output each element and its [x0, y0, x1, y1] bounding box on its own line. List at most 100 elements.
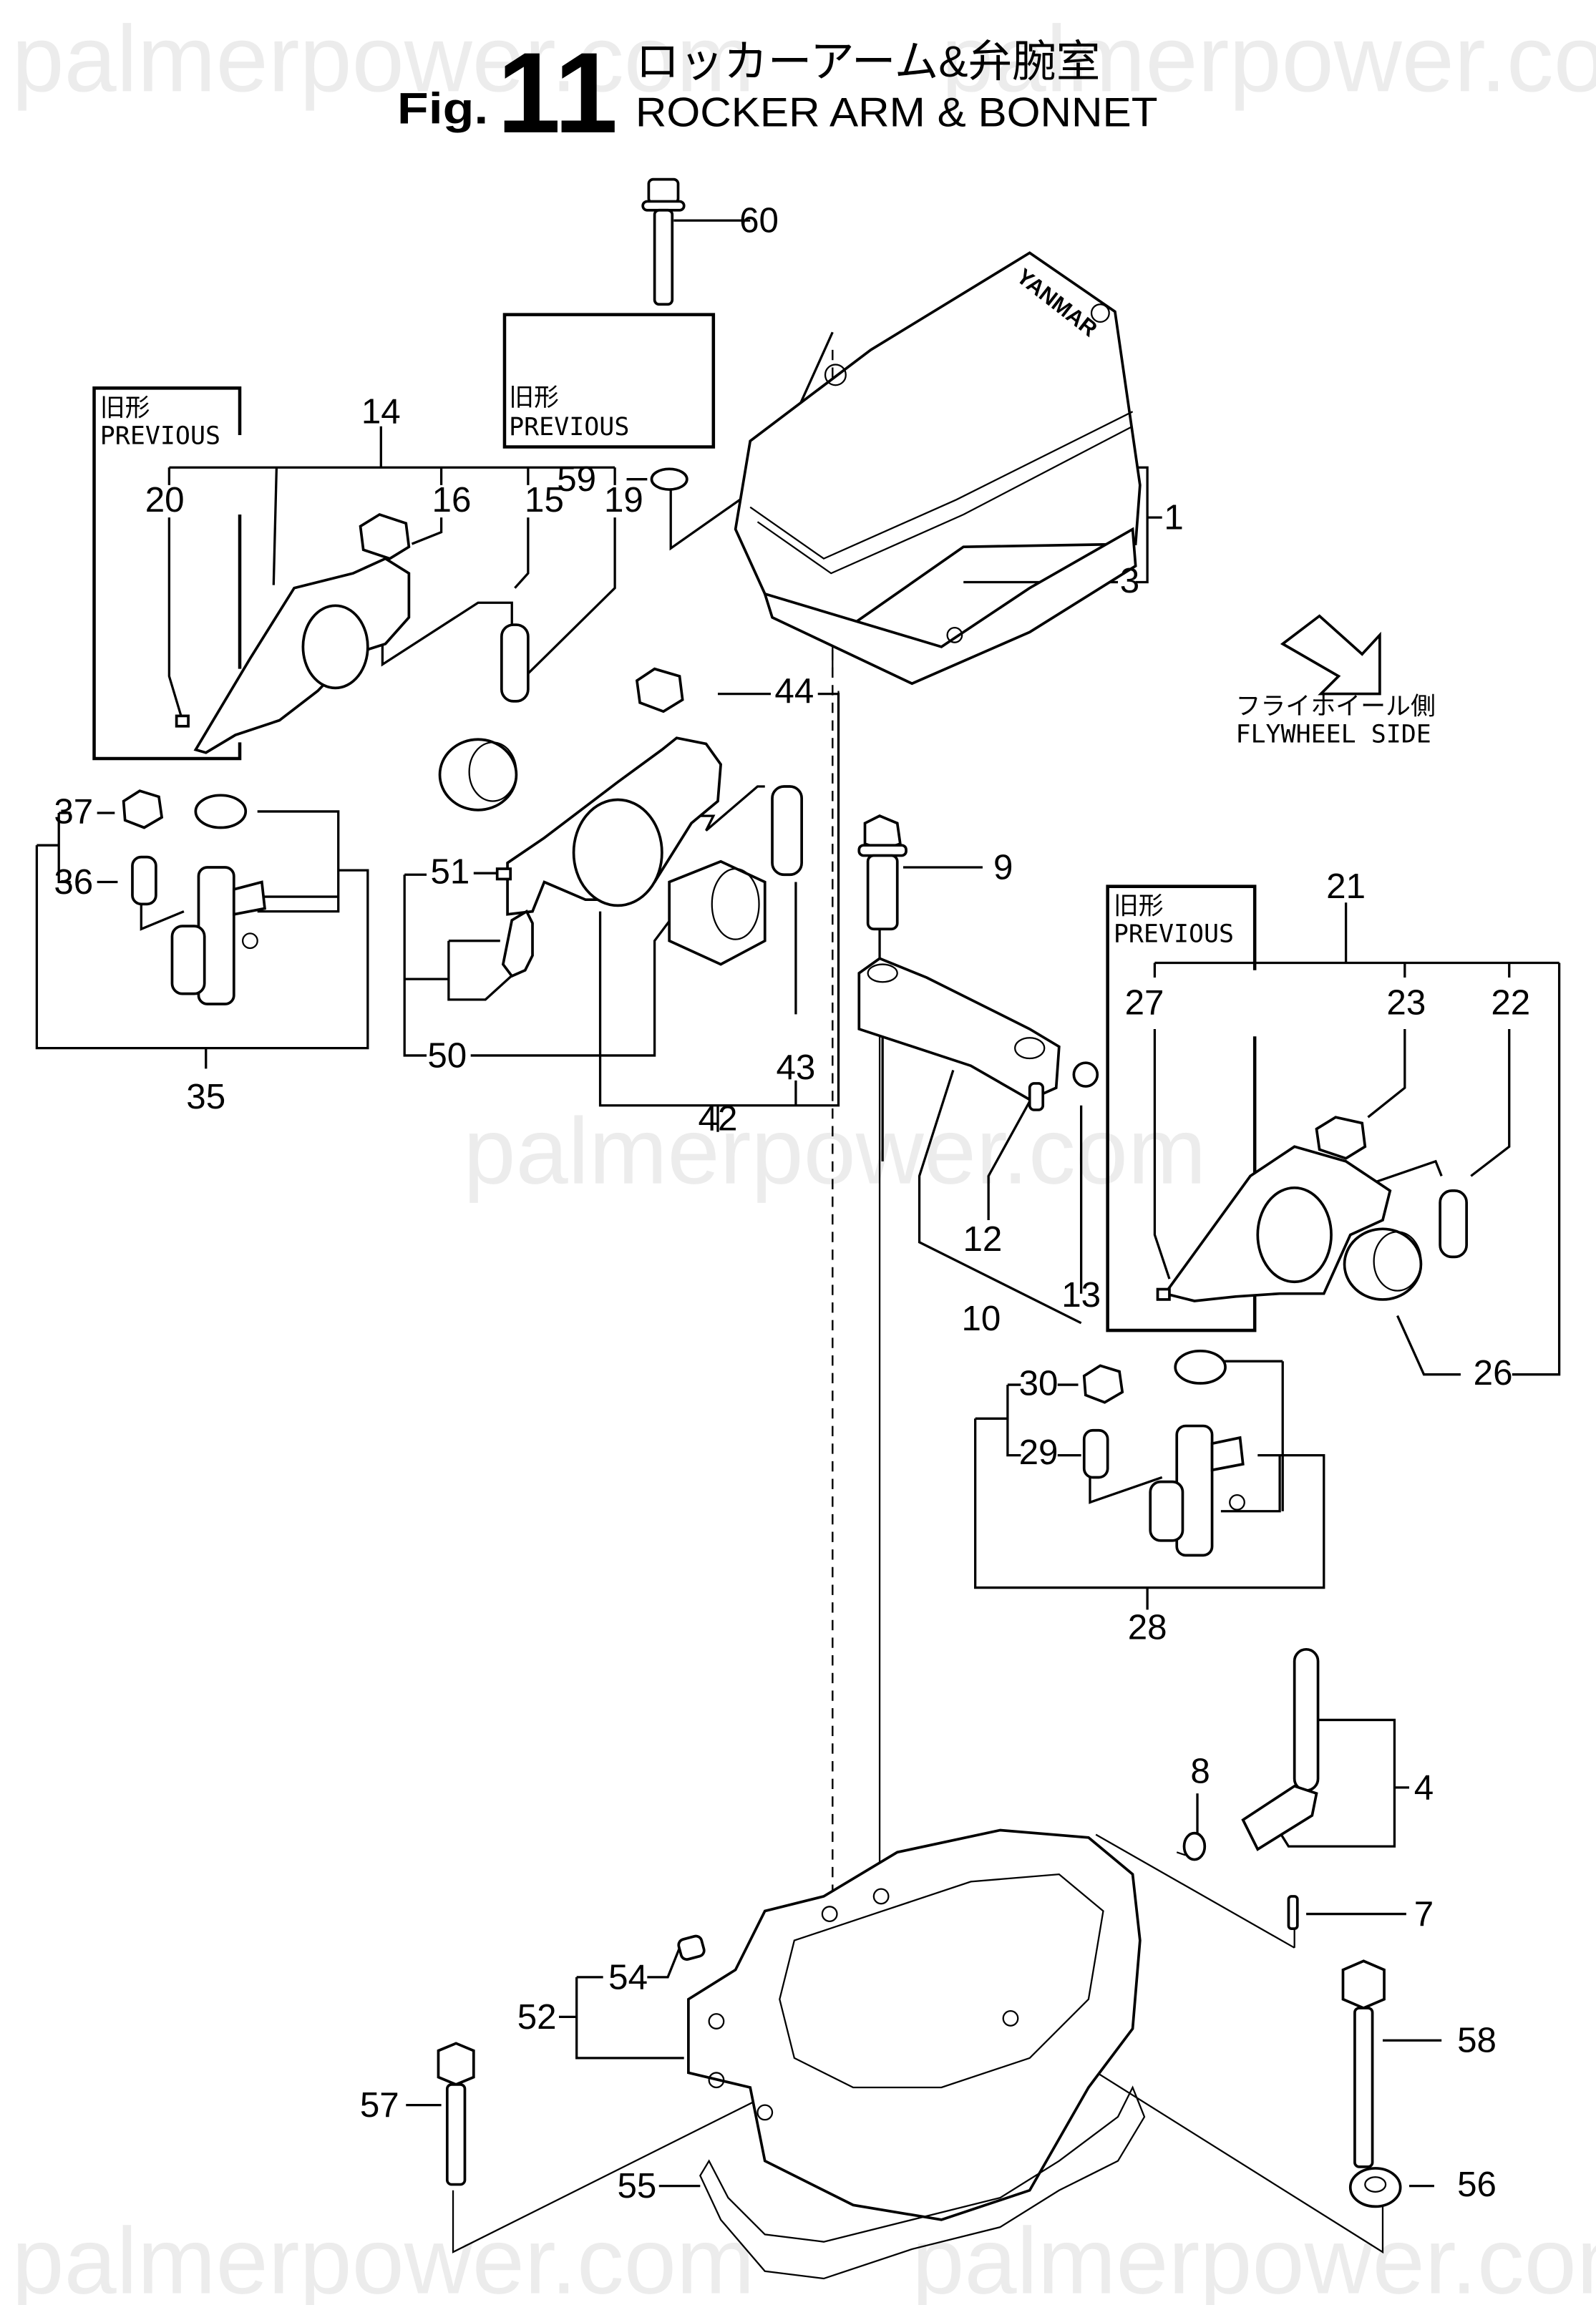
callout-1: 1 [1164, 498, 1183, 537]
rocker-arm-14-icon [175, 557, 411, 754]
adjust-screw-43-icon [771, 785, 803, 877]
gasket-55-icon [699, 2085, 1146, 2280]
rocker-support-28-icon [1149, 1424, 1245, 1557]
callout-3: 3 [1120, 561, 1139, 600]
flywheel-side-indicator: フライホイール側 FLYWHEEL SIDE [1235, 614, 1436, 749]
bolt-60-icon [641, 177, 686, 306]
nut-37-icon [122, 789, 164, 829]
plug-13-icon [1072, 1061, 1099, 1088]
callout-26: 26 [1474, 1353, 1513, 1393]
watermark-top-right: palmerpower.com [941, 6, 1596, 111]
arrow-down-right-icon [1280, 614, 1381, 696]
callout-7: 7 [1414, 1894, 1434, 1934]
callout-42: 42 [699, 1099, 738, 1139]
bush-19-icon [438, 738, 518, 812]
previous-en: PREVIOUS [1114, 920, 1234, 949]
callout-57: 57 [360, 2085, 399, 2125]
previous-jp: 旧形 [1114, 892, 1164, 921]
callout-23: 23 [1386, 983, 1426, 1022]
callout-50: 50 [427, 1035, 467, 1075]
callout-16: 16 [432, 480, 472, 520]
callout-4: 4 [1414, 1768, 1434, 1807]
callout-55: 55 [618, 2166, 657, 2206]
previous-box-59: 旧形 PREVIOUS [502, 313, 716, 449]
fig-prefix: Fig. [397, 84, 488, 134]
screw-36-icon [131, 855, 157, 906]
rocker-shaft-10-icon [857, 957, 1061, 1101]
callout-60: 60 [739, 201, 779, 240]
previous-jp: 旧形 [100, 394, 150, 422]
callout-36: 36 [54, 862, 93, 902]
callout-43: 43 [776, 1048, 815, 1087]
previous-en: PREVIOUS [509, 413, 629, 442]
callout-58: 58 [1457, 2021, 1497, 2060]
callout-59: 59 [557, 459, 596, 499]
valve-cover-icon: YANMAR [734, 251, 1142, 686]
adjust-screw-15-icon [500, 623, 530, 703]
flywheel-label-jp: フライホイール側 [1235, 692, 1435, 721]
previous-box-14: 旧形 PREVIOUS [92, 386, 242, 761]
callout-52: 52 [517, 1997, 557, 2037]
callout-9: 9 [993, 847, 1013, 887]
cap-icon [194, 794, 248, 829]
callout-13: 13 [1061, 1275, 1101, 1315]
cap-icon [1174, 1349, 1227, 1385]
fig-number: 11 [497, 29, 618, 157]
callout-28: 28 [1128, 1607, 1167, 1647]
figure-title: Fig. 11 ロッカーアーム&弁腕室 ROCKER ARM & BONNET [397, 29, 1158, 157]
rocker-support-35-icon [170, 866, 266, 1005]
screw-51-icon [495, 867, 512, 881]
nut-23-icon [1315, 1116, 1367, 1160]
nut-16-icon [359, 512, 411, 560]
nut-44-icon [635, 667, 684, 713]
rocker-arm-42-icon [506, 736, 722, 916]
title-japanese: ロッカーアーム&弁腕室 [636, 37, 1101, 87]
bush-26-icon [1343, 1227, 1423, 1301]
callout-56: 56 [1457, 2165, 1497, 2204]
pin-12-icon [1028, 1082, 1045, 1111]
watermark-bottom-left: palmerpower.com [11, 2208, 754, 2305]
rocker-arm-21-icon [1156, 1145, 1392, 1302]
callout-20: 20 [145, 480, 185, 520]
decompression-lever-4-icon [1241, 1647, 1320, 1851]
callout-54: 54 [608, 1957, 648, 1997]
watermark-top-left: palmerpower.com [11, 6, 754, 111]
callout-30: 30 [1019, 1363, 1059, 1403]
bush-50-icon [668, 859, 767, 966]
callout-35: 35 [186, 1077, 225, 1116]
bonnet-52-icon [687, 1828, 1142, 2221]
bolt-58-icon [1341, 1959, 1386, 2168]
plug-54-icon [677, 1934, 706, 1961]
callout-27: 27 [1125, 983, 1164, 1022]
callout-10: 10 [961, 1299, 1001, 1338]
previous-jp: 旧形 [509, 384, 559, 412]
callout-15: 15 [525, 480, 564, 520]
adjust-screw-22-icon [1439, 1189, 1468, 1259]
leader-lines [35, 219, 1561, 2254]
callout-14: 14 [361, 392, 401, 432]
bolt-9-icon [857, 814, 908, 931]
joint-screw-icon [501, 909, 534, 978]
bolt-57-icon [437, 2042, 475, 2186]
washer-56-icon [1348, 2167, 1402, 2208]
callout-8: 8 [1190, 1752, 1210, 1791]
callout-51: 51 [430, 852, 469, 892]
callout-29: 29 [1019, 1433, 1059, 1472]
watermark-center: palmerpower.com [463, 1098, 1206, 1204]
callout-21: 21 [1326, 867, 1366, 906]
nut-30-icon [1082, 1364, 1124, 1404]
watermarks: palmerpower.com palmerpower.com palmerpo… [11, 6, 1596, 2305]
callout-22: 22 [1491, 983, 1530, 1022]
washer-59-icon [650, 467, 688, 491]
screw-29-icon [1082, 1428, 1109, 1479]
o-ring-8-icon [1182, 1831, 1207, 1861]
pin-7-icon [1287, 1895, 1299, 1930]
callout-44: 44 [774, 671, 814, 711]
title-english: ROCKER ARM & BONNET [636, 90, 1158, 136]
callout-37: 37 [54, 791, 93, 831]
previous-en: PREVIOUS [100, 421, 220, 450]
flywheel-label-en: FLYWHEEL SIDE [1235, 720, 1431, 749]
callout-12: 12 [963, 1219, 1003, 1259]
